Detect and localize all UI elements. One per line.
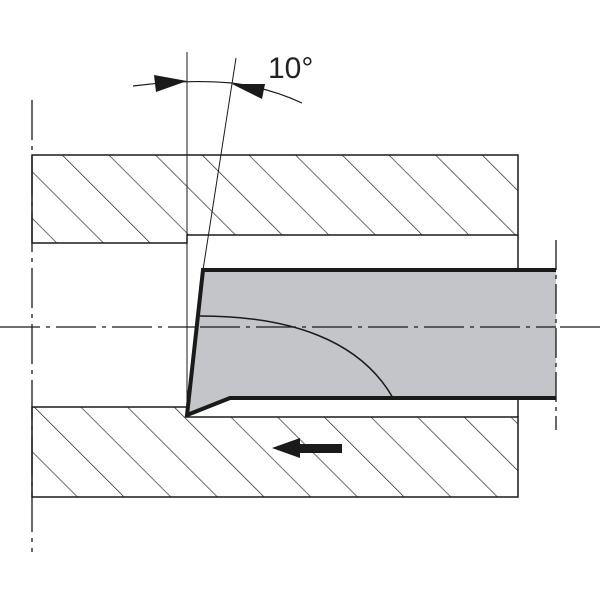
- dimension-arrow-right-icon: [154, 75, 187, 92]
- tool-radius-curve: [199, 315, 394, 399]
- dimension-arrow-left-icon: [232, 84, 265, 99]
- boring-bar-tool: [187, 270, 556, 415]
- workpiece-top-wall: [31, 154, 519, 244]
- angled-reference-line: [202, 57, 237, 271]
- feed-direction-arrow-icon: [272, 438, 342, 458]
- workpiece-bottom-wall: [31, 406, 519, 498]
- angle-label: 10°: [268, 52, 313, 85]
